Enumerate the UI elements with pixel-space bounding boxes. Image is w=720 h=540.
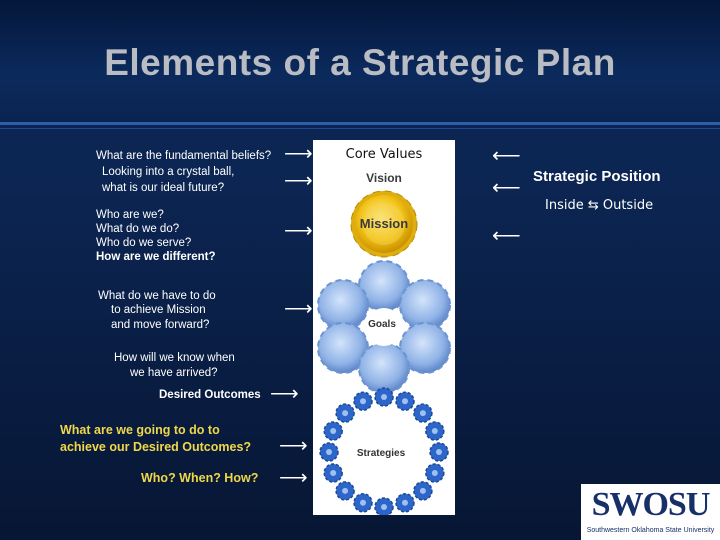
who-when-how-label: Who? When? How?: [141, 471, 259, 485]
strategy-gear-hub: [342, 410, 349, 417]
goal-gear: [358, 342, 410, 394]
arrow-left-icon: ⟵: [492, 225, 521, 247]
todo-question-1: What do we have to do: [98, 290, 216, 302]
strategy-gear-hub: [381, 394, 387, 400]
logo-wordmark: SWOSU: [591, 486, 711, 523]
strategy-gear-hub: [381, 504, 387, 510]
strategy-gear-hub: [431, 470, 438, 476]
who-question-4: How are we different?: [96, 251, 216, 263]
strategy-gear-hub: [330, 470, 337, 476]
strategic-plan-diagram: Vision Mission Goals Strategies: [317, 168, 451, 515]
goals-gear-cluster: [317, 260, 451, 394]
strategy-gear-hub: [342, 487, 349, 494]
arrow-left-icon: ⟵: [492, 145, 521, 167]
swosu-logo: SWOSU Southwestern Oklahoma State Univer…: [581, 484, 720, 540]
goal-gear: [399, 322, 451, 374]
todo-question-2: to achieve Mission: [111, 304, 206, 316]
beliefs-question-3: what is our ideal future?: [102, 182, 225, 194]
logo-subtitle: Southwestern Oklahoma State University: [586, 527, 715, 534]
goals-label: Goals: [368, 319, 396, 330]
arrow-right-icon: ⟶: [279, 467, 308, 489]
arrow-right-icon: ⟶: [284, 298, 313, 320]
who-question-2: What do we do?: [96, 223, 180, 235]
strategic-position-subtitle: Inside ⇆ Outside: [545, 198, 654, 213]
mission-gear: [350, 190, 418, 258]
who-question-1: Who are we?: [96, 209, 164, 221]
arrow-right-icon: ⟶: [284, 143, 313, 165]
title-divider: [0, 122, 720, 125]
who-question-3: Who do we serve?: [96, 237, 192, 249]
strategy-gear-hub: [419, 410, 426, 417]
strategy-gear-hub: [419, 487, 426, 494]
strategy-gear-hub: [436, 449, 442, 455]
arrow-left-icon: ⟵: [492, 177, 521, 199]
strategies-gear-ring: [319, 387, 449, 515]
mission-label: Mission: [360, 216, 408, 231]
strategies-label: Strategies: [357, 448, 406, 459]
going-question-2: achieve our Desired Outcomes?: [60, 440, 252, 454]
vision-box: [335, 168, 433, 188]
title-divider-thin: [0, 128, 720, 129]
strategy-gear-hub: [431, 428, 438, 434]
arrow-right-icon: ⟶: [270, 383, 299, 405]
strategy-gear-hub: [360, 398, 366, 405]
strategy-gear-hub: [360, 499, 366, 506]
slide-title: Elements of a Strategic Plan: [104, 42, 616, 83]
vision-label: Vision: [366, 171, 402, 185]
strategy-gear-hub: [402, 499, 408, 506]
goal-gear: [317, 279, 369, 331]
know-question-1: How will we know when: [114, 352, 235, 364]
goal-gear: [399, 279, 451, 331]
core-values-label: Core Values: [345, 147, 423, 162]
strategy-gear-hub: [402, 398, 408, 405]
beliefs-question-2: Looking into a crystal ball,: [102, 166, 235, 178]
arrow-right-icon: ⟶: [279, 435, 308, 457]
know-question-2: we have arrived?: [130, 367, 218, 379]
arrow-right-icon: ⟶: [284, 170, 313, 192]
going-question-1: What are we going to do to: [60, 423, 220, 437]
beliefs-question-1: What are the fundamental beliefs?: [96, 150, 272, 162]
goals-center: [365, 308, 403, 346]
strategy-gear-hub: [326, 449, 332, 455]
todo-question-3: and move forward?: [111, 319, 210, 331]
arrow-right-icon: ⟶: [284, 220, 313, 242]
strategy-gear-hub: [330, 428, 337, 434]
strategic-position-title: Strategic Position: [533, 168, 661, 185]
title-band: [0, 0, 720, 122]
desired-outcomes-label: Desired Outcomes: [159, 389, 261, 401]
